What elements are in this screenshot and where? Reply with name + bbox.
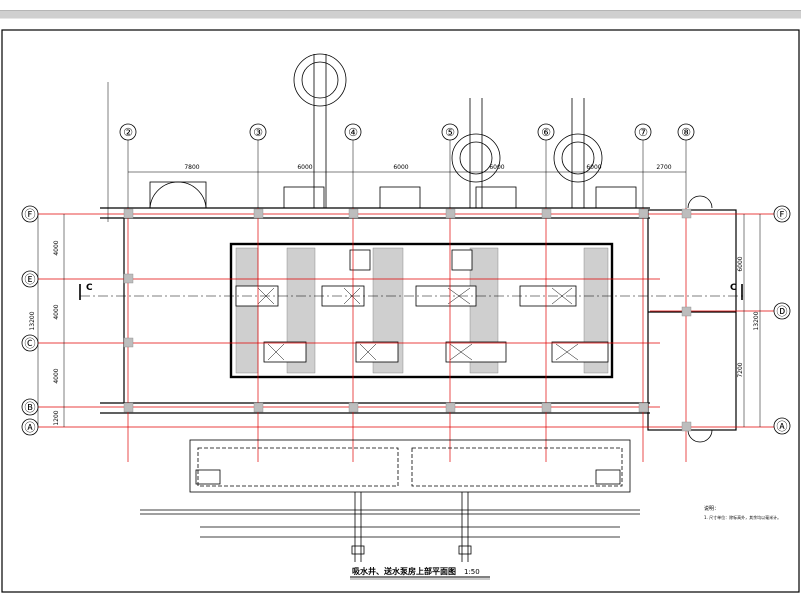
pump-pit-outline <box>229 242 614 379</box>
top-dim-1: 7800 <box>184 164 199 171</box>
top-stripe <box>0 10 801 19</box>
right-dim-2: 7200 <box>737 362 744 377</box>
svg-text:Ⓕ: Ⓕ <box>25 208 36 221</box>
top-dim-3: 6000 <box>393 164 408 171</box>
svg-text:⑦: ⑦ <box>638 126 648 139</box>
top-dim-5: 6000 <box>586 164 601 171</box>
svg-text:Ⓐ: Ⓐ <box>777 420 788 433</box>
top-axis-bubble-6: ⑦ <box>634 123 652 141</box>
section-mark-left: C <box>86 283 93 293</box>
svg-text:③: ③ <box>253 126 263 139</box>
svg-text:Ⓕ: Ⓕ <box>777 208 788 221</box>
top-axis-bubble-5: ⑥ <box>537 123 555 141</box>
top-axis-bubble-1: ② <box>119 123 137 141</box>
right-axis-bubble-2: Ⓓ <box>773 302 791 320</box>
top-dim-2: 6000 <box>297 164 312 171</box>
left-axis-bubble-4: Ⓑ <box>21 398 39 416</box>
floor-plan-svg: 7800 6000 6000 6000 6000 2700 <box>1 29 800 593</box>
svg-text:Ⓓ: Ⓓ <box>777 305 788 318</box>
right-total-dim: 13200 <box>753 311 760 330</box>
top-axis-bubble-4: ⑤ <box>441 123 459 141</box>
cad-drawing-sheet: 7800 6000 6000 6000 6000 2700 <box>0 22 801 594</box>
right-axis-bubbles: Ⓕ Ⓓ Ⓐ <box>773 205 791 435</box>
sheet-border <box>1 29 800 593</box>
top-dim-4: 6000 <box>489 164 504 171</box>
top-dim-6: 2700 <box>656 164 671 171</box>
left-dim-2: 4000 <box>53 304 60 319</box>
drawing-scale: 1:50 <box>464 568 480 576</box>
right-dim-1: 6000 <box>737 256 744 271</box>
svg-text:Ⓒ: Ⓒ <box>25 337 36 350</box>
left-dim-1: 4000 <box>53 240 60 255</box>
top-axis-bubble-2: ③ <box>249 123 267 141</box>
left-total-dim: 13200 <box>29 311 36 330</box>
left-axis-bubble-3: Ⓒ <box>21 334 39 352</box>
top-axis-bubble-7: ⑧ <box>677 123 695 141</box>
top-dim-text-group: 7800 6000 6000 6000 6000 2700 <box>184 164 671 171</box>
left-dim-3: 4000 <box>53 368 60 383</box>
svg-text:Ⓐ: Ⓐ <box>25 421 36 434</box>
left-axis-bubble-1: Ⓕ <box>21 205 39 223</box>
svg-text:⑧: ⑧ <box>681 126 691 139</box>
notes-text: 1. 尺寸单位：除标高外，其余均以毫米计。 <box>704 514 781 520</box>
notes-header: 说明： <box>704 505 719 512</box>
left-axis-bubbles: Ⓕ Ⓔ Ⓒ Ⓑ Ⓐ <box>21 205 39 436</box>
top-axis-bubble-3: ④ <box>344 123 362 141</box>
drawing-title: 吸水井、送水泵房上部平面图 <box>352 566 456 576</box>
right-axis-bubble-3: Ⓐ <box>773 417 791 435</box>
svg-text:Ⓑ: Ⓑ <box>25 401 36 414</box>
right-axis-bubble-1: Ⓕ <box>773 205 791 223</box>
svg-text:②: ② <box>123 126 133 139</box>
section-mark-right: C <box>730 283 737 293</box>
left-axis-bubble-2: Ⓔ <box>21 270 39 288</box>
left-axis-bubble-5: Ⓐ <box>21 418 39 436</box>
svg-text:Ⓔ: Ⓔ <box>25 273 36 286</box>
svg-text:④: ④ <box>348 126 358 139</box>
svg-text:⑤: ⑤ <box>445 126 455 139</box>
top-axis-bubbles: ② ③ ④ ⑤ ⑥ ⑦ ⑧ <box>119 123 695 141</box>
svg-text:⑥: ⑥ <box>541 126 551 139</box>
left-dim-4: 1200 <box>53 410 60 425</box>
window-top-bar <box>0 0 801 22</box>
